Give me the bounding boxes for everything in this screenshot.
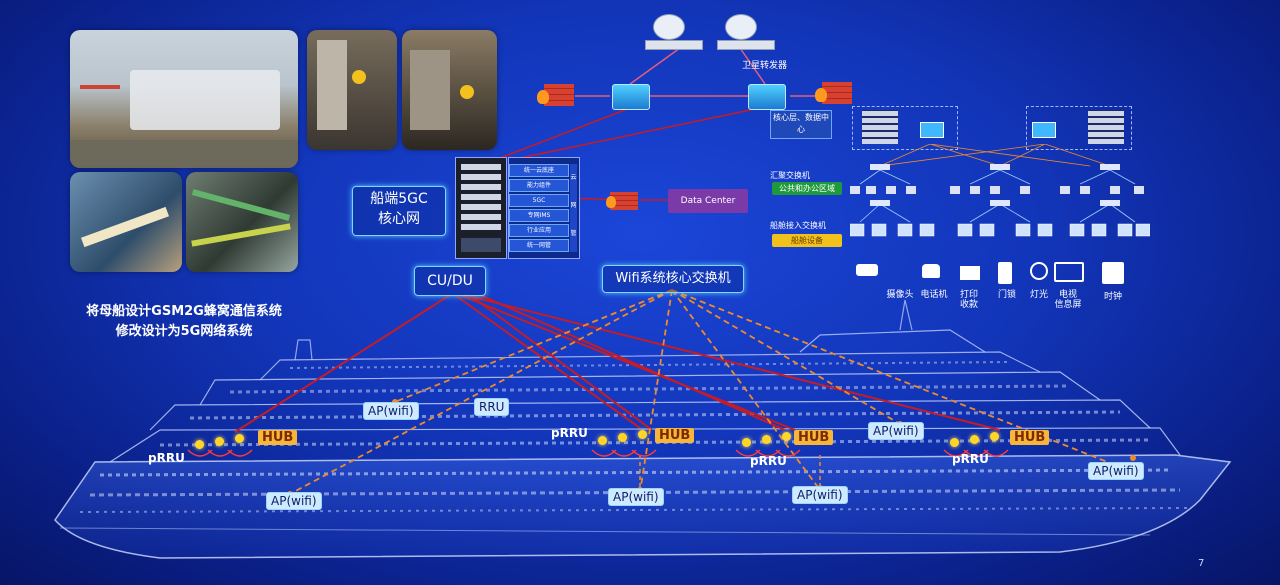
stack-item: 专网IMS: [509, 209, 569, 222]
prru-dot: [195, 440, 204, 449]
satellite-label: 卫星转发器: [742, 61, 788, 71]
core-title-line2: 核心网: [378, 211, 420, 227]
wifi-core-text: Wifi系统核心交换机: [615, 271, 731, 286]
wifi-links: [289, 289, 1116, 495]
router-icon: [612, 84, 650, 110]
device-label: 摄像头: [886, 290, 914, 300]
prru-label: pRRU: [148, 451, 185, 465]
firewall-icon: [815, 82, 852, 104]
server-rack: [455, 157, 507, 259]
aggregation-label: 汇聚交换机: [770, 171, 810, 180]
stack-item: 行业应用: [509, 224, 569, 237]
aggregation-button[interactable]: 公共和办公区域: [772, 182, 842, 195]
core-title-line1: 船端5GC: [370, 191, 428, 207]
hub-label: HUB: [794, 430, 834, 445]
server-icon: [862, 110, 898, 144]
ship-funnel: [294, 339, 313, 361]
prru-dot: [638, 430, 647, 439]
ap-wifi-label: AP(wifi): [363, 402, 419, 420]
left-caption-line1: 将母船设计GSM2G蜂窝通信系统: [86, 304, 282, 319]
core-5gc-label: 船端5GC 核心网: [352, 186, 446, 236]
prru-dot: [618, 433, 627, 442]
ship-deck-5: [799, 329, 986, 353]
cudu-text: CU/DU: [427, 273, 473, 289]
photo-cabinet-1: [307, 30, 397, 150]
device-label: 灯光: [1029, 290, 1048, 300]
ship-deck-3: [199, 371, 1101, 406]
core-dc-text: 核心层、数据中心: [773, 113, 829, 134]
data-center-label: Data Center: [680, 196, 736, 206]
rru-label: RRU: [474, 398, 510, 416]
photo-cable-1: [70, 172, 182, 272]
stack-item: 统一云底座: [509, 164, 569, 177]
stack-item: 统一网管: [509, 239, 569, 252]
prru-label: pRRU: [952, 452, 989, 466]
prru-dot: [598, 436, 607, 445]
hub-label: HUB: [258, 430, 298, 445]
topology-lines: [850, 144, 1150, 237]
network-topology: 核心层、数据中心 汇聚交换机 公共和办公区域 船舱接入交换机 船舱设备: [770, 104, 1150, 264]
router-icon: [920, 122, 944, 138]
prru-dot: [782, 432, 791, 441]
hub-label: HUB: [1010, 430, 1050, 445]
ap-wifi-label: AP(wifi): [1088, 462, 1144, 480]
firewall-icon: [537, 84, 574, 106]
ship-mast: [899, 299, 913, 331]
satellite-links: [575, 47, 820, 97]
left-caption-line2: 修改设计为5G网络系统: [115, 324, 253, 339]
device-label: 电视 信息屏: [1054, 290, 1082, 310]
cudu-links: [234, 294, 1001, 433]
left-caption: 将母船设计GSM2G蜂窝通信系统 修改设计为5G网络系统: [70, 302, 298, 342]
photo-cable-2: [186, 172, 298, 272]
ap-wifi-label: AP(wifi): [868, 422, 924, 440]
stack-item: 5GC: [509, 194, 569, 207]
device-legend: 摄像头 电话机 打印 收款 门锁 灯光 电视 信息屏 时钟: [852, 262, 1132, 317]
device-label: 门锁: [997, 290, 1016, 300]
ap-wifi-label: AP(wifi): [792, 486, 848, 504]
ship-deck-4: [259, 351, 1041, 381]
data-center-box: Data Center: [668, 189, 748, 213]
stack-side-label: 网: [570, 202, 577, 209]
core-dc-label: 核心层、数据中心: [770, 110, 832, 139]
router-icon: [1032, 122, 1056, 138]
page-number: 7: [1198, 558, 1205, 569]
core-area-box: [1026, 106, 1132, 150]
prru-coverage-arcs: [187, 449, 1009, 457]
satellite-icon: [645, 14, 703, 52]
wifi-core-label: Wifi系统核心交换机: [602, 265, 744, 293]
prru-dot: [950, 438, 959, 447]
prru-dot: [215, 437, 224, 446]
ap-wifi-label: AP(wifi): [266, 492, 322, 510]
core-area-box: [852, 106, 958, 150]
firewall-icon: [606, 192, 638, 210]
ship-deck-2: [149, 399, 1151, 431]
prru-dot: [990, 432, 999, 441]
stack-side-label: 管: [570, 230, 577, 237]
prru-label: pRRU: [750, 454, 787, 468]
satellite-icon: [717, 14, 775, 52]
device-label: 时钟: [1103, 292, 1122, 302]
router-icon: [748, 84, 786, 110]
cudu-label: CU/DU: [414, 266, 486, 296]
prru-dot: [742, 438, 751, 447]
photo-cabinet-2: [402, 30, 497, 150]
access-label: 船舱接入交换机: [770, 221, 826, 230]
device-label: 电话机: [920, 290, 948, 300]
core-stack: 统一云底座 能力组件 5GC 专网IMS 行业应用 统一网管 云 网 管: [508, 157, 580, 259]
prru-dot: [970, 435, 979, 444]
stack-side-label: 云: [570, 174, 577, 181]
ap-wifi-label: AP(wifi): [608, 488, 664, 506]
prru-dot: [235, 434, 244, 443]
access-button[interactable]: 船舱设备: [772, 234, 842, 247]
ship-hull: [54, 454, 1232, 559]
photo-ship-exterior: [70, 30, 298, 168]
prru-dot: [762, 435, 771, 444]
server-icon: [1088, 110, 1124, 144]
prru-label: pRRU: [551, 426, 588, 440]
stack-item: 能力组件: [509, 179, 569, 192]
device-label: 打印 收款: [959, 290, 978, 310]
hub-label: HUB: [655, 428, 695, 443]
